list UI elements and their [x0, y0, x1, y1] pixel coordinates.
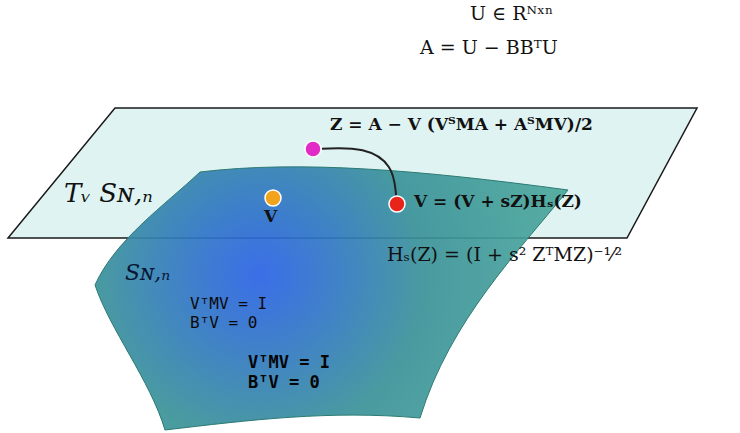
dot-shape [264, 189, 282, 207]
tangent-point: Z = A − V (VᵀMA + AᵀMV)/2 [304, 140, 322, 158]
projection-equation: A = U − BBᵀU [420, 36, 558, 59]
formula-label: V = (V + sZ)Hₛ(Z) [414, 191, 582, 211]
dot-shape [304, 140, 322, 158]
point-label: V [264, 206, 277, 226]
manifold-surface: Sɴ,ₙVᵀMV = IBᵀV = 0VᵀMV = IBᵀV = 0VV = (… [95, 160, 575, 433]
constraint-equation: VᵀMV = I [190, 294, 267, 313]
constraint-equation: BᵀV = 0 [190, 313, 257, 332]
dot-shape [388, 195, 406, 213]
base-point: V [264, 189, 282, 207]
manifold-label: Sɴ,ₙ [125, 260, 170, 286]
retraction-equation: Hₛ(Z) = (I + s² ZᵀMZ)⁻¹⁄² [387, 243, 622, 266]
formula-label: Z = A − V (VᵀMA + AᵀMV)/2 [330, 114, 593, 134]
constraint-equation: BᵀV = 0 [248, 372, 320, 392]
plane-label: Tᵥ Sɴ,ₙ [64, 178, 153, 209]
connector-curve [322, 148, 396, 195]
matrix-label: U ∈ Rᴺˣⁿ [470, 2, 553, 25]
constraint-equation: VᵀMV = I [248, 352, 330, 372]
retracted-point: V = (V + sZ)Hₛ(Z) [388, 195, 406, 213]
